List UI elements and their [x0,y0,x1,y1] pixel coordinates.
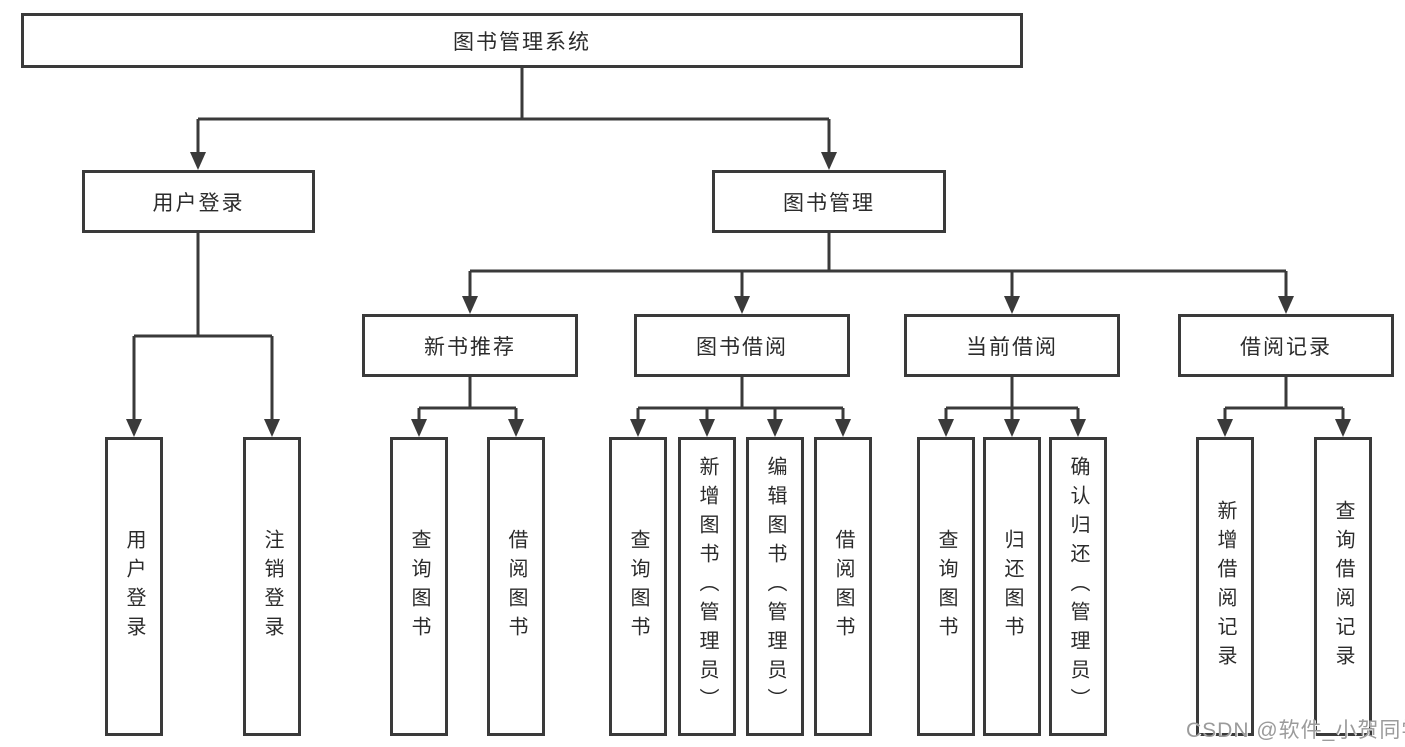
leaf-query-books-2: 查询图书 [609,437,667,736]
node-current-borrow: 当前借阅 [904,314,1120,377]
leaf-user-login: 用户登录 [105,437,163,736]
node-borrow-records: 借阅记录 [1178,314,1394,377]
leaf-query-books-3: 查询图书 [917,437,975,736]
node-book-management: 图书管理 [712,170,946,233]
leaf-add-borrow-record: 新增借阅记录 [1196,437,1254,736]
leaf-return-book: 归还图书 [983,437,1041,736]
leaf-confirm-return-admin: 确认归还（管理员） [1049,437,1107,736]
leaf-borrow-books-1: 借阅图书 [487,437,545,736]
node-root-system: 图书管理系统 [21,13,1023,68]
node-book-borrow: 图书借阅 [634,314,850,377]
arrowheads [126,152,1351,437]
leaf-query-books-1: 查询图书 [390,437,448,736]
csdn-watermark: CSDN @软件_小贺同学 [1186,719,1405,742]
leaf-borrow-books-2: 借阅图书 [814,437,872,736]
leaf-query-borrow-record: 查询借阅记录 [1314,437,1372,736]
node-new-book-recommend: 新书推荐 [362,314,578,377]
leaf-edit-book-admin: 编辑图书（管理员） [746,437,804,736]
node-user-login: 用户登录 [82,170,315,233]
leaf-add-book-admin: 新增图书（管理员） [678,437,736,736]
leaf-logout: 注销登录 [243,437,301,736]
